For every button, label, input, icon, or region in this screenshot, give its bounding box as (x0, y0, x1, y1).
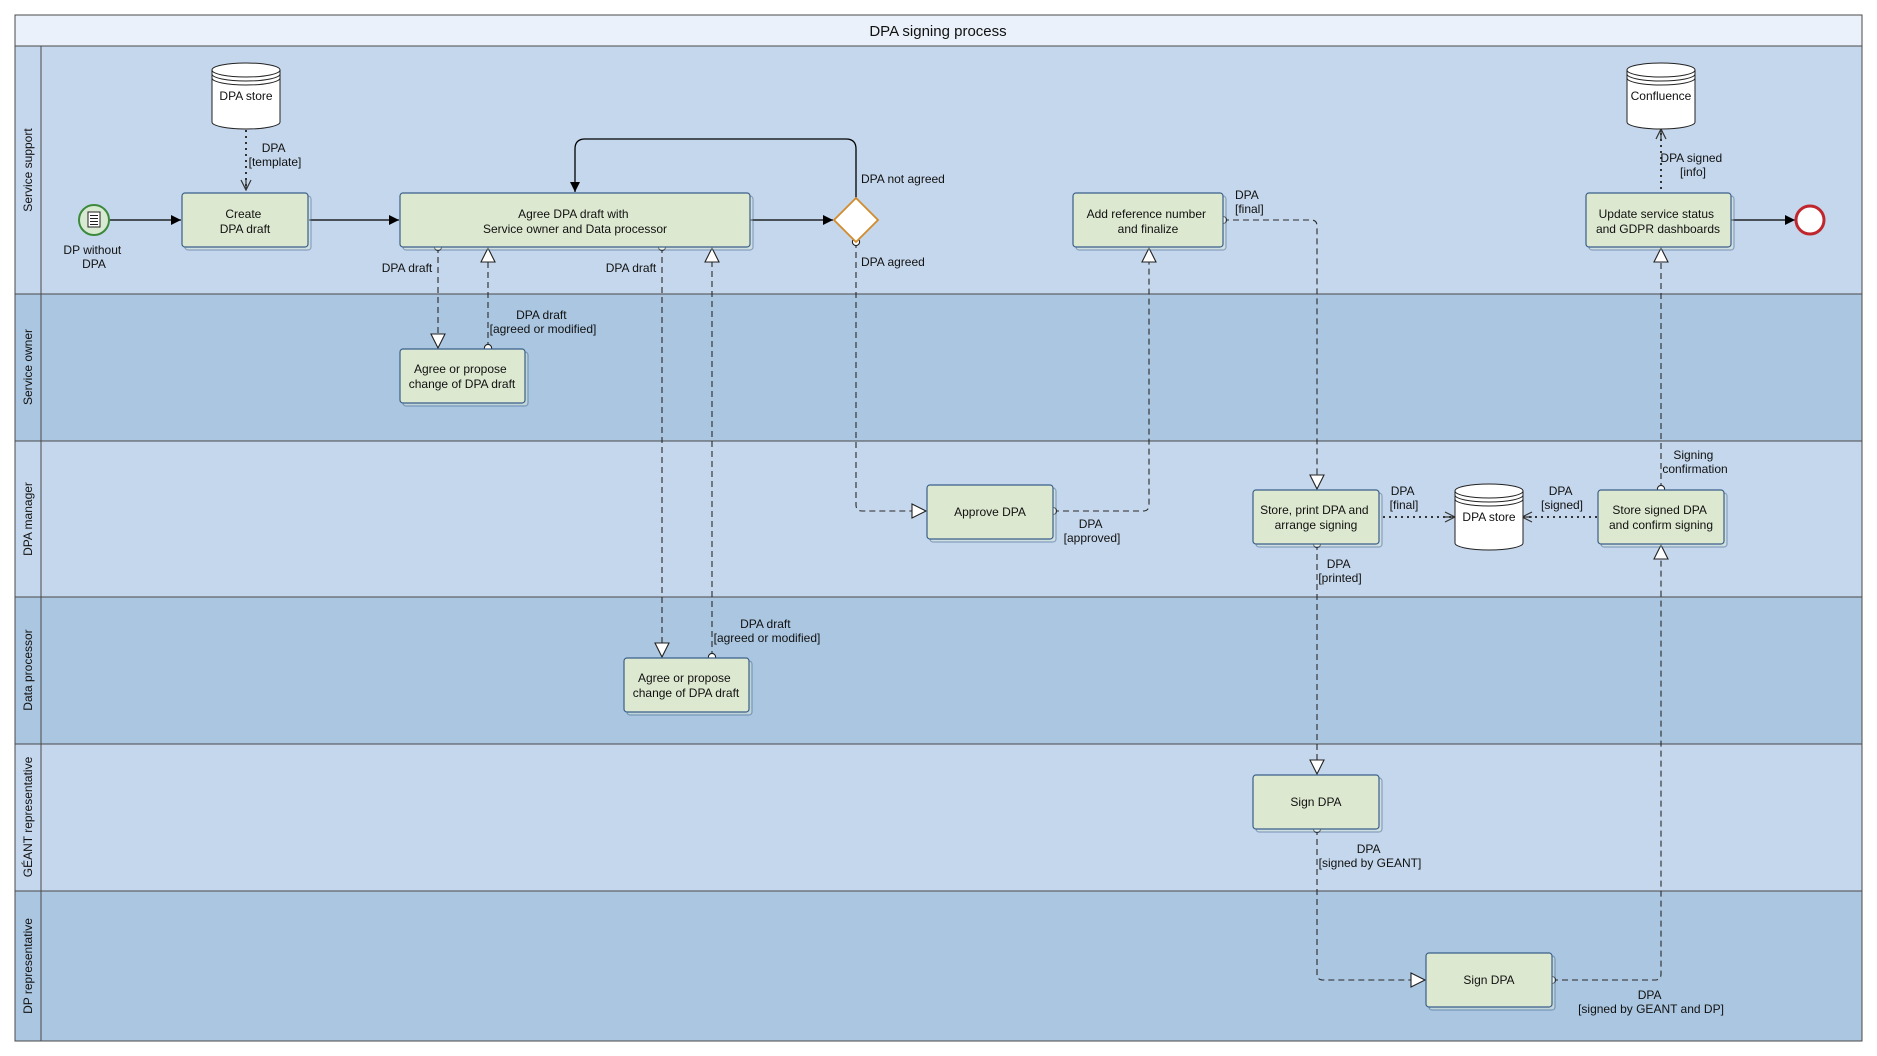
gateway-label-not-agreed: DPA not agreed (861, 172, 945, 186)
task-store-signed-dpa[interactable]: Store signed DPA and confirm signing (1597, 489, 1728, 548)
edge-label-confirmation: Signing confirmation (1662, 448, 1727, 476)
lane-label: DP representative (21, 918, 35, 1014)
svg-text:Create DPA draft: Create DPA draft (220, 207, 271, 236)
message-flow (1053, 248, 1149, 511)
svg-text:Store, print DPA and arr: Store, print DPA and arrange signing (1260, 503, 1372, 532)
task-geant-sign-dpa[interactable]: Sign DPA (1252, 774, 1383, 833)
edge-label-draft-to-processor: DPA draft (606, 261, 657, 275)
pool-title: DPA signing process (869, 23, 1006, 40)
lane-label: DPA manager (21, 482, 35, 556)
svg-text:Sign DPA: Sign DPA (1463, 973, 1514, 987)
message-flow (1317, 829, 1425, 980)
message-list-icon (87, 211, 101, 228)
task-approve-dpa[interactable]: Approve DPA (926, 484, 1057, 543)
task-update-service-status[interactable]: Update service status and GDPR dashboard… (1585, 192, 1735, 251)
task-agree-dpa-draft[interactable]: Agree DPA draft with Service owner and D… (399, 192, 754, 251)
database-cylinder-icon (1454, 483, 1524, 551)
lane-dp-representative: DP representative (14, 890, 1863, 1042)
svg-text:Agree DPA draft with Ser: Agree DPA draft with Service owner and D… (483, 207, 667, 236)
message-flow (1223, 220, 1317, 489)
lane-geant-representative: GÉANT representative (14, 743, 1863, 892)
task-store-print-dpa[interactable]: Store, print DPA and arrange signing (1252, 489, 1383, 548)
message-flow (1552, 545, 1661, 980)
svg-text:Approve DPA: Approve DPA (954, 505, 1026, 519)
edge-label-signed-geant: DPA [signed by GEANT] (1319, 842, 1422, 870)
svg-text:Add reference number and: Add reference number and finalize (1087, 207, 1210, 236)
task-dp-sign-dpa[interactable]: Sign DPA (1425, 952, 1556, 1011)
svg-text:DPA store: DPA store (1462, 510, 1515, 524)
datastore-dpa-store-mid[interactable]: DPA store (1454, 483, 1524, 551)
svg-text:Confluence: Confluence (1631, 89, 1692, 103)
datastore-dpa-store-top[interactable]: DPA store (211, 62, 281, 130)
sequence-flow-loop (570, 138, 857, 198)
database-cylinder-icon (1626, 62, 1696, 130)
task-create-dpa-draft[interactable]: Create DPA draft (181, 192, 312, 251)
svg-text:Agree or propose change: Agree or propose change of DPA draft (409, 362, 516, 391)
start-event-label: DP without DPA (63, 243, 124, 271)
edge-label-final: DPA [final] (1235, 188, 1264, 216)
svg-text:Sign DPA: Sign DPA (1290, 795, 1341, 809)
end-event[interactable] (1794, 204, 1826, 236)
lane-service-owner: Service owner (14, 293, 1863, 442)
edge-label-signed-both: DPA [signed by GEANT and DP] (1578, 988, 1724, 1016)
lane-label: Data processor (21, 629, 35, 710)
database-cylinder-icon (211, 62, 281, 130)
pool-title-bar (14, 14, 1863, 47)
lane-label: Service support (21, 128, 35, 212)
edge-label-owner-back: DPA draft [agreed or modified] (490, 308, 597, 336)
task-add-reference-number[interactable]: Add reference number and finalize (1072, 192, 1227, 251)
lane-service-support: Service support (14, 45, 1863, 295)
edge-label-approved: DPA [approved] (1064, 517, 1121, 545)
edge-label-printed: DPA [printed] (1318, 557, 1361, 585)
start-event[interactable] (78, 204, 110, 236)
end-circle-icon (1794, 204, 1826, 236)
edge-label-processor-back: DPA draft [agreed or modified] (714, 617, 821, 645)
message-flow (856, 242, 926, 511)
svg-text:Agree or propose change: Agree or propose change of DPA draft (633, 671, 740, 700)
edge-label-draft-to-owner: DPA draft (382, 261, 433, 275)
edge-label-template: DPA [template] (249, 141, 302, 169)
svg-text:Update service status an: Update service status and GDPR dashboard… (1596, 207, 1720, 236)
svg-text:DPA store: DPA store (219, 89, 272, 103)
edge-label-signed-info: DPA signed [info] (1660, 151, 1725, 179)
lane-label: GÉANT representative (20, 756, 35, 877)
exclusive-gateway[interactable] (832, 196, 880, 244)
datastore-confluence[interactable]: Confluence (1626, 62, 1696, 130)
exclusive-gateway-icon (832, 196, 880, 244)
svg-text:Store signed DPA and con: Store signed DPA and confirm signing (1609, 503, 1713, 532)
edge-label-signed-store: DPA [signed] (1541, 484, 1583, 512)
task-processor-agree-or-propose[interactable]: Agree or propose change of DPA draft (623, 657, 753, 716)
lane-label: Service owner (21, 329, 35, 405)
task-owner-agree-or-propose[interactable]: Agree or propose change of DPA draft (399, 348, 529, 407)
edge-label-final-store: DPA [final] (1390, 484, 1419, 512)
gateway-label-agreed: DPA agreed (861, 255, 925, 269)
lane-data-processor: Data processor (14, 596, 1863, 745)
